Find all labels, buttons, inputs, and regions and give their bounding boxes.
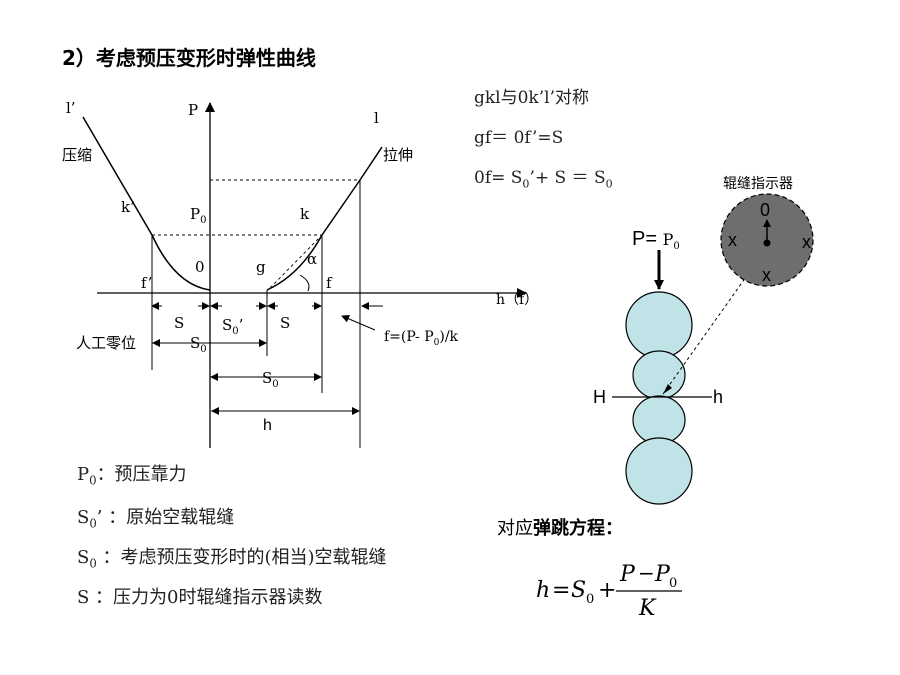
compress-label: 压缩 <box>62 146 92 164</box>
dial-center-dot <box>763 239 771 247</box>
eq-s-sub: 0 <box>586 592 594 607</box>
dial-x-bottom: x <box>762 265 771 285</box>
manual-zero-label: 人工零位 <box>76 334 136 352</box>
compression-curve <box>82 116 211 291</box>
eq-equals: = <box>552 578 570 603</box>
p-axis-label: P <box>188 101 198 119</box>
dial-x-right: x <box>802 232 811 252</box>
backup-roll-bottom <box>625 437 693 505</box>
roller-stack <box>625 291 693 505</box>
f-prime-label: f’ <box>141 274 152 292</box>
note-symmetry: gkl与0k’l’对称 <box>474 88 589 108</box>
eq-p0: P <box>654 562 671 587</box>
s0-mid-label: S0 <box>262 369 279 390</box>
def-s: S ：压力为0时辊缝指示器读数 <box>77 587 323 608</box>
h-axis-label: h（f） <box>496 292 538 308</box>
eq-p0-sub: 0 <box>669 576 677 591</box>
def-p0: P0：预压靠力 <box>77 464 187 488</box>
l-prime-label: l’ <box>66 99 76 117</box>
tension-curve <box>266 146 383 291</box>
note-gf: gf＝ 0f’=S <box>474 128 564 148</box>
def-s0-prime: S0’ ：原始空载辊缝 <box>77 507 235 531</box>
backup-roll-top <box>625 291 693 359</box>
s0-row-label: S0 <box>190 334 207 355</box>
indicator-title: 辊缝指示器 <box>723 175 793 191</box>
k-label: k <box>300 205 310 223</box>
alpha-arc <box>299 274 310 292</box>
eq-p: P <box>619 562 636 587</box>
dimension-arrows <box>151 302 383 415</box>
eq-minus: − <box>638 561 655 585</box>
entry-H-label: H <box>593 387 606 407</box>
eq-h: h <box>536 578 550 603</box>
g-label: g <box>256 258 266 276</box>
eq-plus: + <box>598 578 616 603</box>
alpha-label: α <box>307 250 317 268</box>
eq-s: S <box>571 578 586 603</box>
note-0f: 0f= S0’+ S ＝ S0 <box>474 168 613 191</box>
s-right-label: S <box>280 314 290 332</box>
def-s0: S0 ：考虑预压变形时的(相当)空载辊缝 <box>77 547 387 571</box>
s0-prime-label: S0’ <box>222 316 243 337</box>
stretch-label: 拉伸 <box>383 146 413 164</box>
eq-k: K <box>638 596 657 621</box>
slide-title: 2）考虑预压变形时弹性曲线 <box>62 46 316 70</box>
indicator-pointer-icon <box>663 384 672 394</box>
p0-label: P0 <box>190 205 206 226</box>
h-dim-label: h <box>263 417 272 434</box>
f-formula-label: f=(P- P0)/k <box>384 329 459 348</box>
equation-heading: 对应弹跳方程： <box>497 518 623 539</box>
s-left-label: S <box>174 314 184 332</box>
spring-equation: h = S 0 + P − P 0 K <box>536 561 682 621</box>
k-prime-label: k’ <box>121 198 135 216</box>
exit-h-label: h <box>713 387 723 407</box>
dial-x-left: x <box>728 230 737 250</box>
work-roll-bottom <box>632 395 686 445</box>
work-roll-top <box>632 350 686 400</box>
l-label: l <box>374 109 379 127</box>
dial-zero-label: 0 <box>760 200 770 220</box>
force-label: P= P0 <box>632 228 680 252</box>
origin-label: 0 <box>195 258 205 276</box>
f-label: f <box>326 274 333 292</box>
dashed-guides <box>152 179 360 289</box>
